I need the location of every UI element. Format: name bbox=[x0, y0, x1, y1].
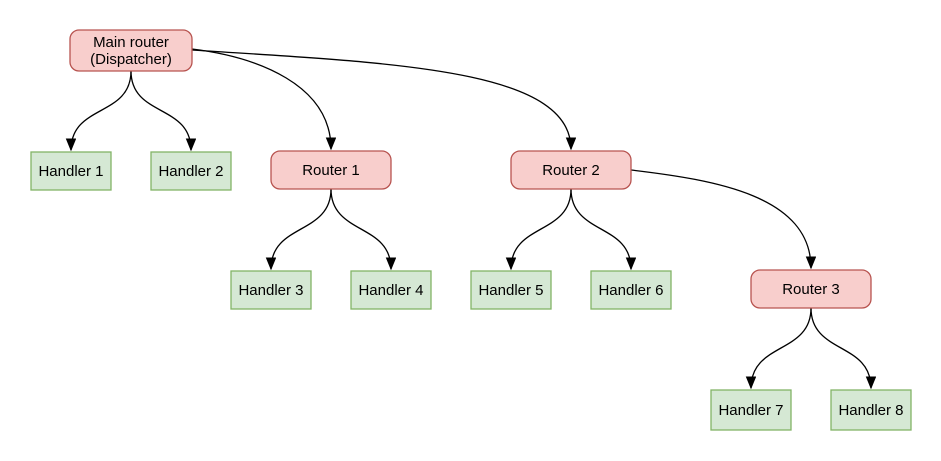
main-router-box bbox=[69, 29, 193, 72]
router-2-box bbox=[510, 150, 632, 190]
handler-1-box bbox=[30, 151, 112, 191]
handler-4-box bbox=[350, 270, 432, 310]
node-handler-4: Handler 4 bbox=[350, 270, 432, 310]
router-3-label: Router 3 bbox=[782, 281, 840, 298]
edge-main-router-to-router-1 bbox=[191, 48, 331, 149]
main-router-label-line2: (Dispatcher) bbox=[90, 51, 172, 68]
edge-router-3-to-handler-7 bbox=[751, 307, 812, 388]
router-3-box bbox=[750, 269, 872, 309]
handler-5-label: Handler 5 bbox=[478, 282, 543, 299]
handler-2-label: Handler 2 bbox=[158, 163, 223, 180]
node-handler-3: Handler 3 bbox=[230, 270, 312, 310]
node-router-2: Router 2 bbox=[510, 150, 632, 190]
node-handler-1: Handler 1 bbox=[30, 151, 112, 191]
edge-main-router-to-handler-2 bbox=[130, 70, 191, 150]
handler-3-box bbox=[230, 270, 312, 310]
nodes-layer: Main router (Dispatcher) Handler 1 Handl… bbox=[30, 29, 912, 431]
edge-router-1-to-handler-3 bbox=[271, 188, 332, 269]
main-router-label-line1: Main router bbox=[93, 34, 169, 51]
edge-main-router-to-router-2 bbox=[191, 49, 571, 149]
node-handler-7: Handler 7 bbox=[710, 389, 792, 431]
handler-6-box bbox=[590, 270, 672, 310]
node-main-router: Main router (Dispatcher) bbox=[69, 29, 193, 72]
handler-5-box bbox=[470, 270, 552, 310]
handler-7-label: Handler 7 bbox=[718, 402, 783, 419]
router-1-label: Router 1 bbox=[302, 162, 360, 179]
edge-router-1-to-handler-4 bbox=[330, 188, 391, 269]
handler-6-label: Handler 6 bbox=[598, 282, 663, 299]
edge-router-2-to-handler-6 bbox=[570, 188, 631, 269]
node-router-3: Router 3 bbox=[750, 269, 872, 309]
edge-router-2-to-handler-5 bbox=[511, 188, 572, 269]
handler-3-label: Handler 3 bbox=[238, 282, 303, 299]
router-1-box bbox=[270, 150, 392, 190]
handler-1-label: Handler 1 bbox=[38, 163, 103, 180]
router-2-label: Router 2 bbox=[542, 162, 600, 179]
handler-8-box bbox=[830, 389, 912, 431]
node-handler-2: Handler 2 bbox=[150, 151, 232, 191]
node-router-1: Router 1 bbox=[270, 150, 392, 190]
handler-8-label: Handler 8 bbox=[838, 402, 903, 419]
edges-layer bbox=[71, 48, 871, 388]
node-handler-8: Handler 8 bbox=[830, 389, 912, 431]
edge-router-3-to-handler-8 bbox=[810, 307, 871, 388]
handler-2-box bbox=[150, 151, 232, 191]
edge-main-router-to-handler-1 bbox=[71, 70, 132, 150]
handler-4-label: Handler 4 bbox=[358, 282, 423, 299]
edge-router-2-to-router-3 bbox=[630, 169, 811, 268]
handler-7-box bbox=[710, 389, 792, 431]
node-handler-5: Handler 5 bbox=[470, 270, 552, 310]
node-handler-6: Handler 6 bbox=[590, 270, 672, 310]
